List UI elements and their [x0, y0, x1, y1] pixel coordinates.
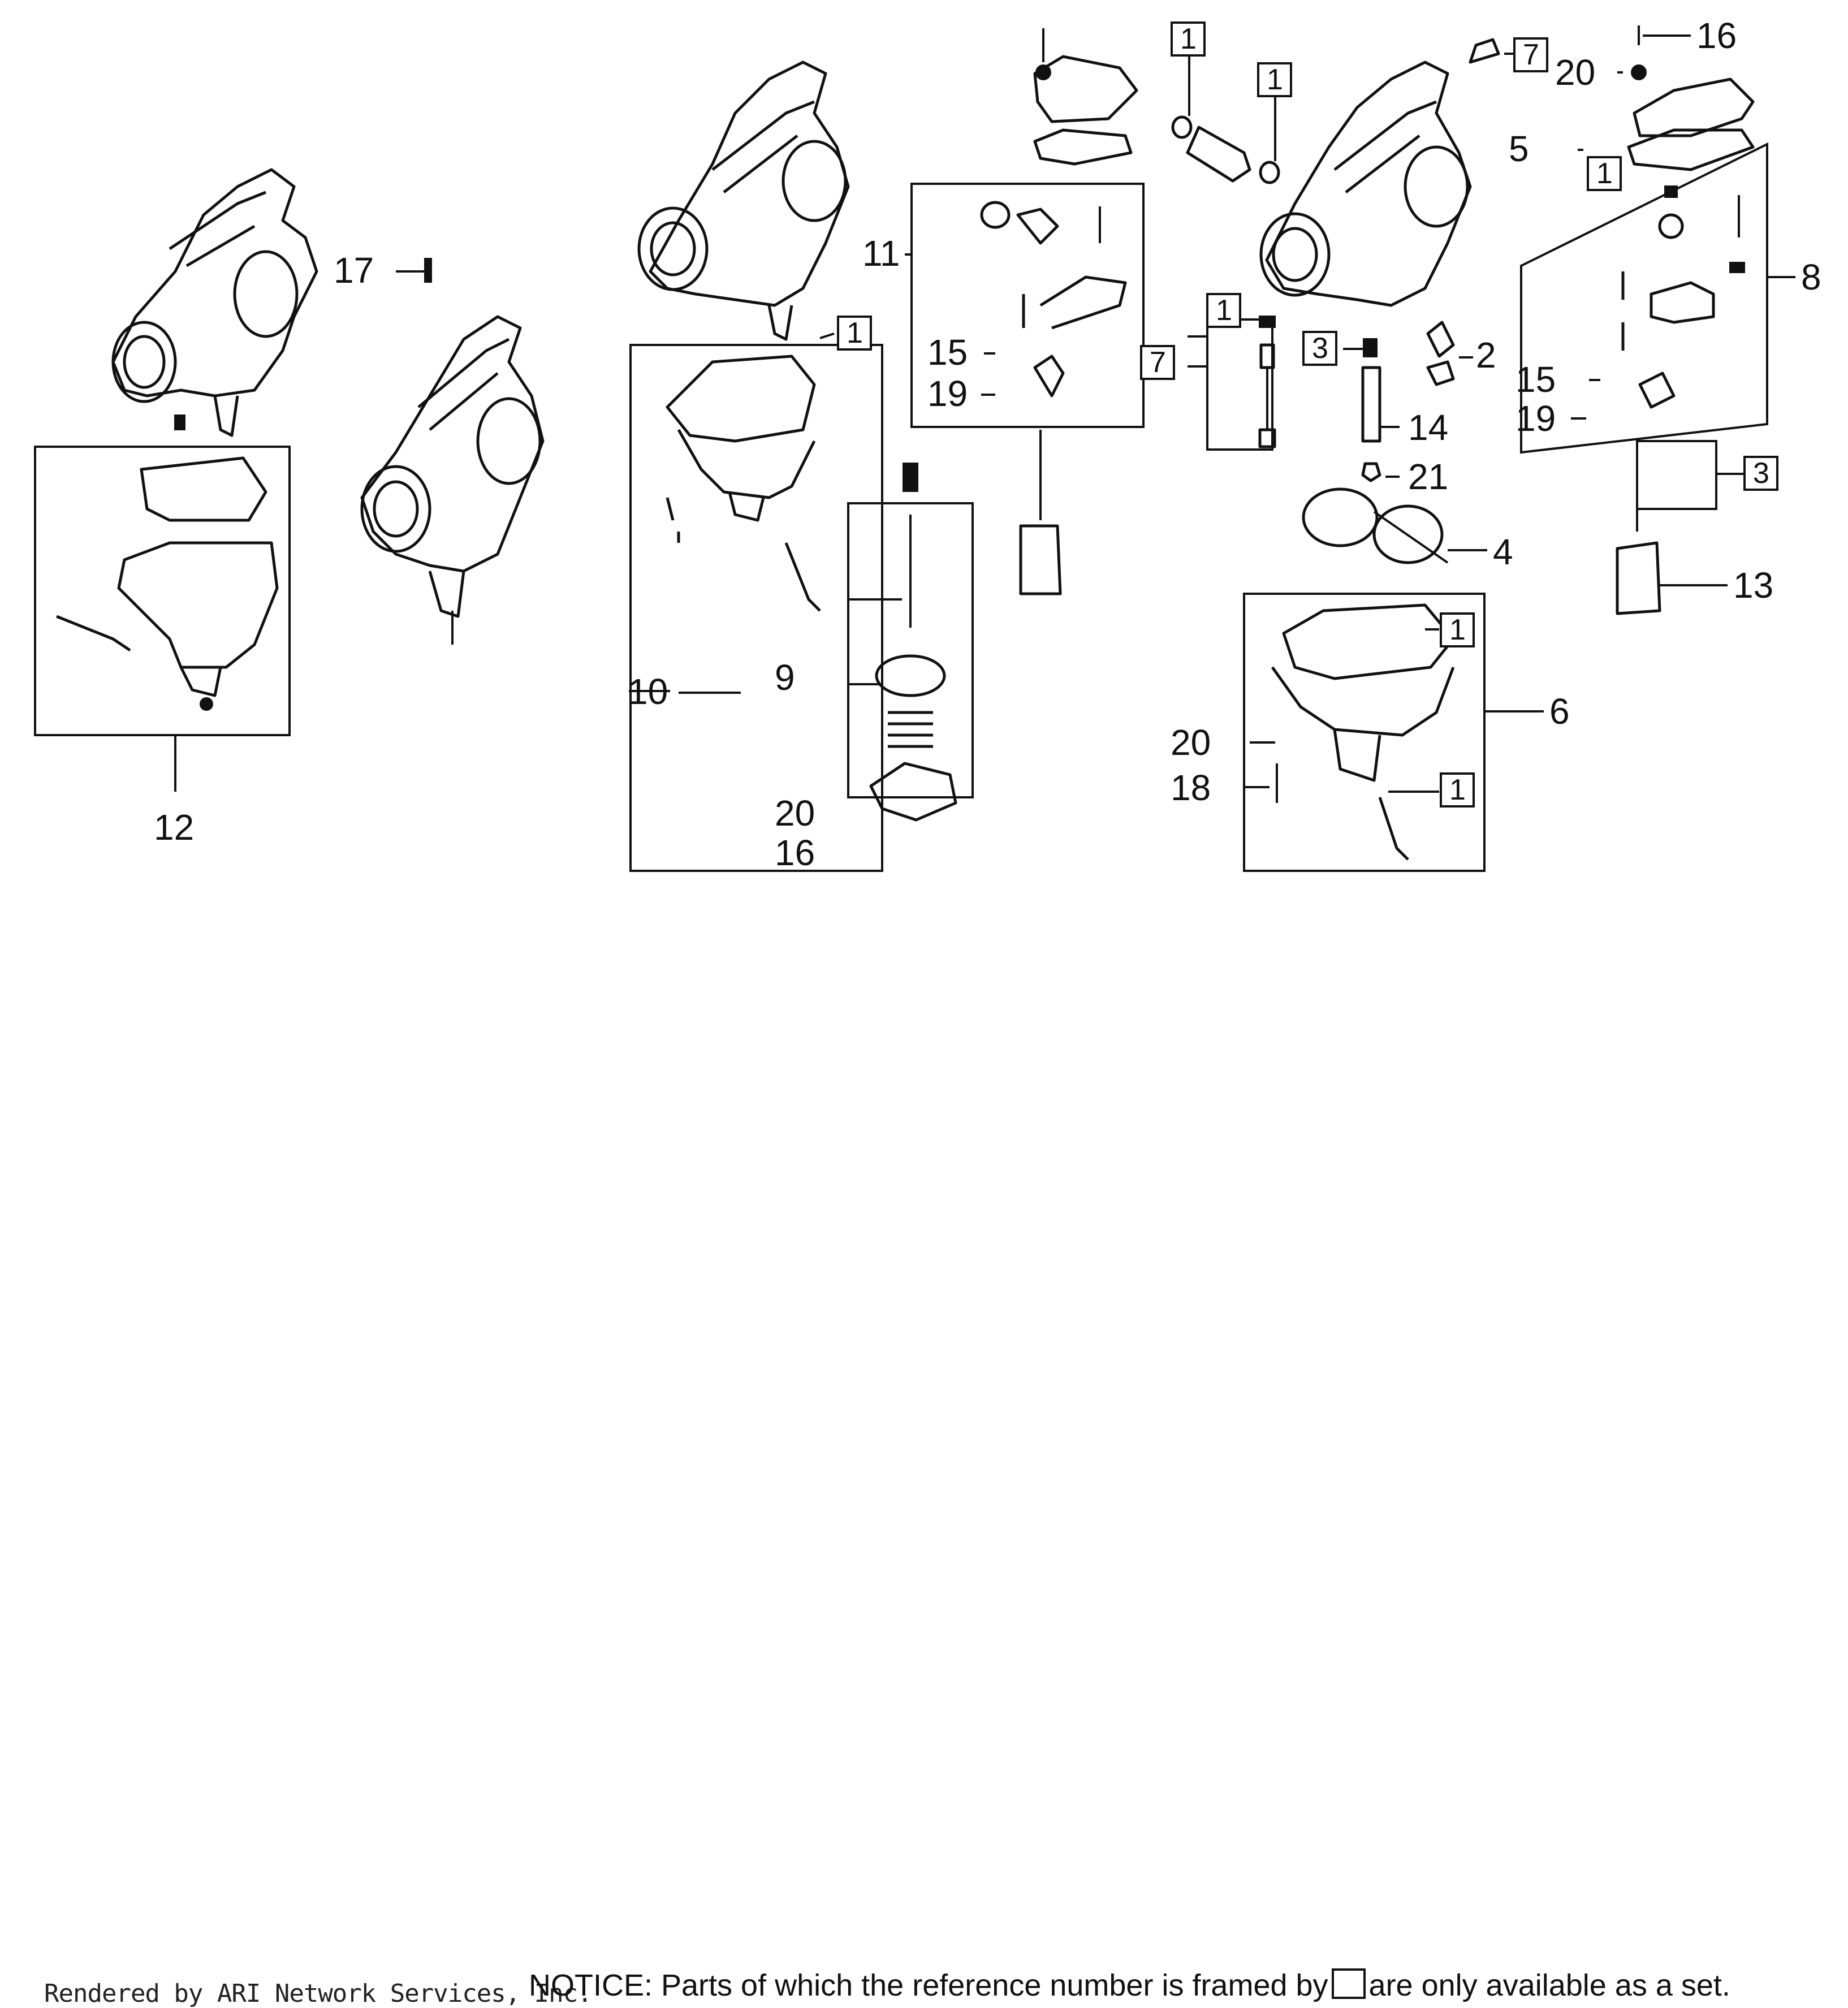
framed-label-3-a: 3: [1312, 332, 1328, 365]
label-11: 11: [862, 233, 900, 274]
label-14: 14: [1408, 407, 1448, 448]
label-18: 18: [1171, 767, 1211, 808]
label-8: 8: [1801, 257, 1821, 297]
tube-parts-top: [1171, 51, 1280, 184]
label-9: 9: [775, 657, 795, 698]
jet-parts: [1361, 321, 1455, 482]
kit-frame-8: [1520, 142, 1768, 454]
needle-parts: [1258, 316, 1276, 448]
kit-frame-11: [910, 183, 1145, 428]
framed-label-1-b: 1: [1180, 23, 1197, 55]
kit-frame-3: [1636, 440, 1717, 510]
label-20-a: 20: [775, 793, 815, 834]
kit-frame-6: [1243, 593, 1486, 872]
float-chamber-right: [1271, 603, 1455, 861]
label-4: 4: [1493, 532, 1513, 572]
framed-label-1-d: 1: [1216, 294, 1232, 327]
notice-text: NOTICE: Parts of which the reference num…: [529, 1968, 1730, 2003]
top-cover-right: [1627, 25, 1755, 171]
label-12: 12: [154, 807, 194, 848]
framed-label-1-f: 1: [1449, 614, 1466, 646]
label-6: 6: [1549, 691, 1570, 732]
carburetor-assembly-center-left: [360, 315, 545, 645]
label-5: 5: [1509, 128, 1529, 169]
gaskets-4: [1302, 487, 1449, 564]
label-20-b: 20: [1555, 52, 1595, 93]
carburetor-assembly-left: [111, 168, 318, 437]
framed-label-7-b: 7: [1150, 346, 1166, 379]
credit-text: Rendered by ARI Network Services, Inc.: [44, 1979, 593, 2008]
label-15-a: 15: [927, 332, 968, 373]
carburetor-assembly-center: [637, 61, 850, 341]
framed-label-1-a: 1: [847, 317, 863, 349]
frame-box-icon: [1331, 1968, 1366, 1999]
kit-frame-9: [847, 502, 974, 798]
label-10: 10: [628, 671, 668, 712]
framed-labels: 1 1 1 1 1 1 1 7 7 3 3: [837, 21, 1778, 807]
notice-text-before: NOTICE: Parts of which the reference num…: [529, 1968, 1328, 2002]
kit-frame-12: [34, 446, 291, 736]
kit-frame-10: [629, 344, 883, 872]
slide-13: [1616, 447, 1661, 615]
carburetor-assembly-right: [1259, 38, 1500, 307]
choke-parts: [980, 28, 1138, 595]
choke-parts-right: [1621, 185, 1745, 409]
label-21: 21: [1408, 456, 1448, 497]
callout-labels: 17 12 11 10 9 20 16 15 19 2 14 21 4 6 20…: [154, 15, 1821, 873]
leader-lines: [407, 34, 1795, 793]
framed-label-1-c: 1: [1267, 63, 1283, 96]
framed-label-7-a: 7: [1523, 38, 1539, 71]
framed-label-1-e: 1: [1596, 157, 1613, 190]
notice-text-after: are only available as a set.: [1368, 1968, 1730, 2002]
label-19-a: 19: [927, 373, 968, 414]
label-16-a: 16: [775, 832, 815, 873]
carburetor-exploded-diagram: 17 12 11 10 9 20 16 15 19 2 14 21 4 6 20…: [34, 15, 1821, 873]
label-19-b: 19: [1515, 398, 1556, 439]
float-chamber-center: [666, 355, 821, 612]
label-15-b: 15: [1515, 359, 1556, 400]
framed-label-1-g: 1: [1449, 774, 1466, 806]
label-16-b: 16: [1696, 15, 1737, 56]
accelerator-pump-parts: [869, 463, 957, 822]
footer: Rendered by ARI Network Services, Inc. N…: [0, 984, 1848, 2008]
framed-label-3-b: 3: [1753, 457, 1769, 490]
label-20-c: 20: [1171, 722, 1211, 763]
label-13: 13: [1733, 565, 1773, 606]
label-2: 2: [1476, 335, 1496, 375]
float-chamber-left: [56, 456, 279, 711]
label-17: 17: [334, 250, 374, 291]
